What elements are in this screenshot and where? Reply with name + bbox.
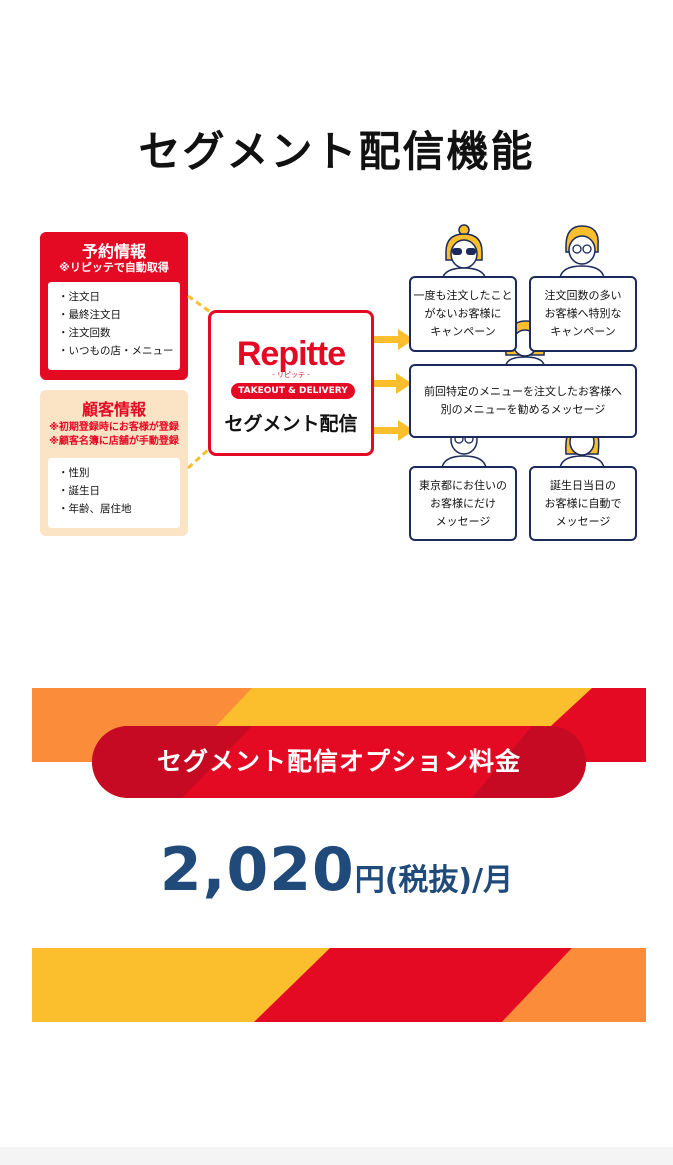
- reservation-info-list: ・注文日 ・最終注文日 ・注文回数 ・いつもの店・メニュー: [48, 282, 180, 370]
- message-line: キャンペーン: [430, 325, 496, 338]
- list-item: ・注文日: [58, 291, 100, 303]
- reservation-info-subtitle: ※リピッテで自動取得: [59, 261, 169, 274]
- arrow-right-icon: [364, 380, 398, 387]
- message-box-tokyo-residents: 東京都にお住いのお客様にだけメッセージ: [409, 466, 517, 541]
- page-title: セグメント配信機能: [138, 127, 535, 176]
- customer-info-list: ・性別 ・誕生日 ・年齢、居住地: [48, 458, 180, 528]
- message-box-birthday: 誕生日当日のお客様に自動でメッセージ: [529, 466, 637, 541]
- person-sunglasses-icon: [441, 224, 487, 280]
- message-line: メッセージ: [435, 514, 491, 528]
- message-line: お客様に自動で: [544, 496, 622, 510]
- customer-info-box: 顧客情報 ※初期登録時にお客様が登録 ※顧客名簿に店舗が手動登録 ・性別 ・誕生…: [40, 390, 188, 536]
- list-item: ・注文回数: [58, 327, 111, 339]
- message-line: 一度も注文したこと: [413, 289, 513, 302]
- list-item: ・最終注文日: [58, 309, 121, 321]
- message-box-frequent-customer-campaign: 注文回数の多いお客様へ特別なキャンペーン: [529, 276, 637, 352]
- message-line: 別のメニューを勧めるメッセージ: [440, 403, 606, 416]
- arrow-right-icon: [364, 336, 400, 343]
- message-line: がないお客様に: [424, 307, 502, 320]
- message-line: 前回特定のメニューを注文したお客様へ: [424, 385, 622, 398]
- repitte-logo-sub: - リピッテ -: [272, 371, 310, 379]
- message-box-first-order-campaign: 一度も注文したことがないお客様にキャンペーン: [409, 276, 517, 352]
- price-display: 2,020円(税抜)/月: [0, 835, 673, 905]
- message-line: 東京都にお住いの: [419, 478, 507, 492]
- message-line: お客様へ特別な: [544, 307, 622, 320]
- message-line: お客様にだけ: [430, 496, 496, 510]
- message-line: 注文回数の多い: [544, 289, 622, 302]
- arrow-icons: [364, 329, 414, 441]
- customer-info-note: ※顧客名簿に店舗が手動登録: [49, 436, 179, 447]
- price-amount: 2,020: [159, 835, 355, 905]
- repitte-segment-box: Repitte - リピッテ - TAKEOUT & DELIVERY セグメン…: [208, 310, 374, 456]
- list-item: ・年齢、居住地: [58, 503, 132, 515]
- message-line: メッセージ: [555, 514, 611, 528]
- pricing-banner: セグメント配信オプション料金: [92, 726, 586, 798]
- message-box-menu-recommendation: 前回特定のメニューを注文したお客様へ別のメニューを勧めるメッセージ: [409, 364, 637, 438]
- message-line: 誕生日当日の: [550, 478, 616, 492]
- customer-info-note: ※初期登録時にお客様が登録: [49, 422, 179, 433]
- arrow-right-icon: [364, 427, 400, 434]
- segment-delivery-label: セグメント配信: [224, 413, 358, 435]
- bottom-stripe-decoration: [32, 948, 646, 1022]
- reservation-info-box: 予約情報 ※リピッテで自動取得 ・注文日 ・最終注文日 ・注文回数 ・いつもの店…: [40, 232, 188, 380]
- footer-strip: [0, 1147, 673, 1165]
- customer-info-title: 顧客情報: [81, 400, 146, 419]
- list-item: ・いつもの店・メニュー: [58, 345, 174, 357]
- message-line: キャンペーン: [550, 325, 616, 338]
- person-man-icon: [559, 225, 605, 278]
- list-item: ・誕生日: [58, 485, 100, 497]
- reservation-info-title: 予約情報: [81, 242, 146, 261]
- repitte-logo: Repitte: [236, 335, 346, 373]
- price-unit: 円(税抜)/月: [354, 863, 514, 898]
- repitte-tagline: TAKEOUT & DELIVERY: [231, 383, 355, 399]
- pricing-banner-title: セグメント配信オプション料金: [156, 747, 521, 776]
- list-item: ・性別: [58, 467, 90, 479]
